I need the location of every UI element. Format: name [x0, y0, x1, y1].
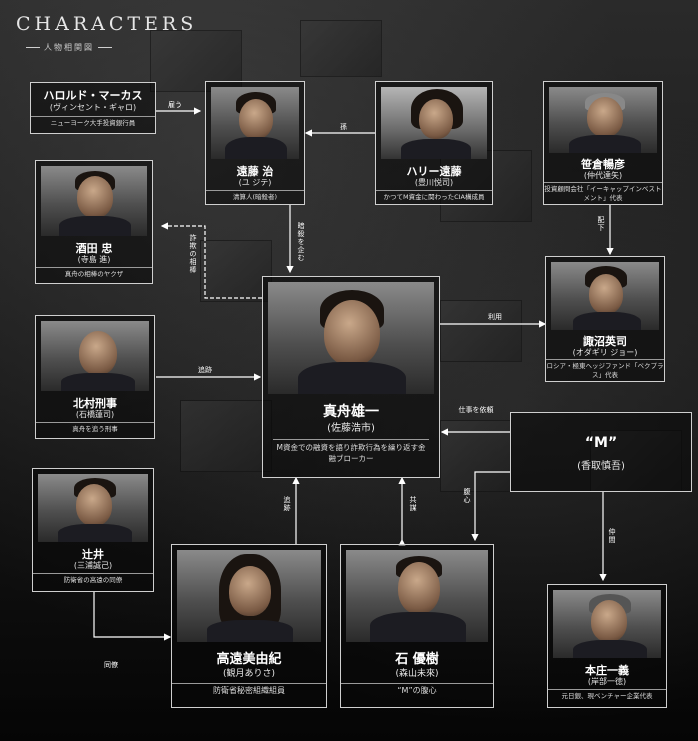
character-photo — [549, 87, 657, 153]
character-photo — [41, 166, 147, 236]
character-photo — [41, 321, 149, 391]
character-name: 本庄一義 — [585, 664, 629, 677]
character-actor: (三浦誠己) — [73, 561, 113, 570]
relation-label-douryou: 同僚 — [104, 661, 118, 669]
character-name: 高遠美由紀 — [216, 652, 282, 667]
character-actor: (香取慎吾) — [577, 461, 625, 472]
character-actor: (豊川悦司) — [414, 178, 454, 187]
character-description: 真舟を追う刑事 — [36, 422, 154, 434]
character-photo — [381, 87, 487, 159]
character-description: 防衛省秘密組織組員 — [172, 683, 326, 695]
bg-crate — [300, 20, 382, 77]
character-name: 辻井 — [82, 548, 104, 561]
character-description: M資金での融資を語り詐欺行為を繰り返す金融ブローカー — [273, 439, 429, 464]
character-description: 投資顧問会社「イーキャップインベストメント」代表 — [544, 182, 662, 203]
character-photo — [38, 474, 148, 542]
character-name: 酒田 忠 — [75, 242, 113, 255]
character-description: ロシア・極東ヘッジファンド「ベクプラス」代表 — [546, 359, 664, 380]
character-description: かつてM資金に関わったCIA構成員 — [376, 190, 492, 202]
line-mafune-sakata — [160, 222, 262, 299]
relation-label-mago: 孫 — [340, 123, 348, 131]
relation-label-kyoubou: 共謀 — [409, 496, 417, 512]
character-name: “M” — [584, 435, 618, 451]
relation-label-riyou: 利用 — [488, 313, 502, 321]
character-card-harry: ハリー遠藤 (豊川悦司) かつてM資金に関わったCIA構成員 — [375, 81, 493, 205]
character-photo — [553, 590, 661, 658]
character-card-kitamura: 北村刑事 (石橋蓮司) 真舟を追う刑事 — [35, 315, 155, 439]
character-name: 遠藤 治 — [236, 165, 274, 178]
character-card-takato: 高遠美由紀 (観月ありさ) 防衛省秘密組織組員 — [171, 544, 327, 708]
character-description: ニューヨーク大手投資銀行員 — [31, 116, 155, 128]
line-tsujii-takato — [93, 592, 172, 641]
character-photo — [177, 550, 321, 642]
character-description: 防衛省の高遠の同僚 — [33, 573, 153, 585]
relation-label-shakkin: 詐欺の相棒 — [189, 234, 197, 274]
bg-crate — [200, 240, 272, 302]
character-description: 清算人(暗殺者) — [206, 190, 304, 202]
character-card-sasakura: 笹倉暢彦 (仲代達矢) 投資顧問会社「イーキャップインベストメント」代表 — [543, 81, 663, 205]
character-name: 諏沼英司 — [583, 335, 627, 348]
character-name: 北村刑事 — [73, 397, 117, 410]
character-card-sunuma: 諏沼英司 (オダギリ ジョー) ロシア・極東ヘッジファンド「ベクプラス」代表 — [545, 256, 665, 382]
character-actor: (ユ ジテ) — [238, 178, 272, 187]
character-name: 真舟雄一 — [323, 404, 379, 420]
bg-crate — [180, 400, 272, 472]
character-photo — [551, 262, 659, 330]
character-card-tsujii: 辻井 (三浦誠己) 防衛省の高遠の同僚 — [32, 468, 154, 592]
character-name: ハロルド・マーカス — [43, 89, 143, 102]
relation-label-nakama: 仲間 — [608, 528, 616, 544]
character-card-sakata: 酒田 忠 (寺島 進) 真舟の相棒のヤクザ — [35, 160, 153, 284]
character-actor: (寺島 進) — [77, 255, 111, 264]
bg-crate — [150, 30, 242, 92]
character-card-ishi: 石 優樹 (森山未來) “M”の腹心 — [340, 544, 494, 708]
character-description: 真舟の相棒のヤクザ — [36, 267, 152, 279]
character-actor: (森山未來) — [395, 669, 439, 679]
character-card-honjo: 本庄一義 (岸部一徳) 元日銀、現ベンチャー企業代表 — [547, 584, 667, 708]
relation-label-fukushin: 腹心 — [463, 488, 471, 504]
character-actor: (佐藤浩市) — [327, 423, 375, 434]
relation-label-tsuiseki: 追跡 — [198, 366, 212, 374]
character-card-endo: 遠藤 治 (ユ ジテ) 清算人(暗殺者) — [205, 81, 305, 205]
page-title: CHARACTERS — [16, 13, 198, 35]
character-actor: (仲代達矢) — [583, 171, 623, 180]
relation-label-tsuiseki2: 追跡 — [283, 496, 291, 512]
relation-label-ansatsu: 暗殺を企む — [297, 222, 305, 262]
character-card-m: “M” (香取慎吾) — [510, 412, 692, 492]
character-name: ハリー遠藤 — [406, 165, 462, 178]
character-actor: (石橋蓮司) — [75, 410, 115, 419]
line-m-ishi — [471, 471, 510, 542]
relation-label-irai: 仕事を依頼 — [458, 406, 494, 414]
character-name: 石 優樹 — [395, 652, 439, 667]
character-photo — [346, 550, 488, 642]
character-photo — [211, 87, 299, 159]
relation-label-haika: 配下 — [597, 216, 605, 232]
character-actor: (ヴィンセント・ギャロ) — [49, 103, 137, 112]
character-description: “M”の腹心 — [341, 683, 493, 695]
character-card-mafune: 真舟雄一 (佐藤浩市) M資金での融資を語り詐欺行為を繰り返す金融ブローカー — [262, 276, 440, 478]
character-actor: (岸部一徳) — [587, 677, 627, 686]
character-description: 元日銀、現ベンチャー企業代表 — [548, 689, 666, 701]
character-card-harold: ハロルド・マーカス (ヴィンセント・ギャロ) ニューヨーク大手投資銀行員 — [30, 82, 156, 134]
character-actor: (オダギリ ジョー) — [572, 348, 638, 357]
relation-label-yatou: 雇う — [168, 101, 182, 109]
character-name: 笹倉暢彦 — [581, 158, 625, 171]
bg-crate — [440, 300, 522, 362]
page-subtitle: 人物相関図 — [22, 42, 116, 53]
character-actor: (観月ありさ) — [222, 669, 276, 679]
character-photo — [268, 282, 434, 394]
